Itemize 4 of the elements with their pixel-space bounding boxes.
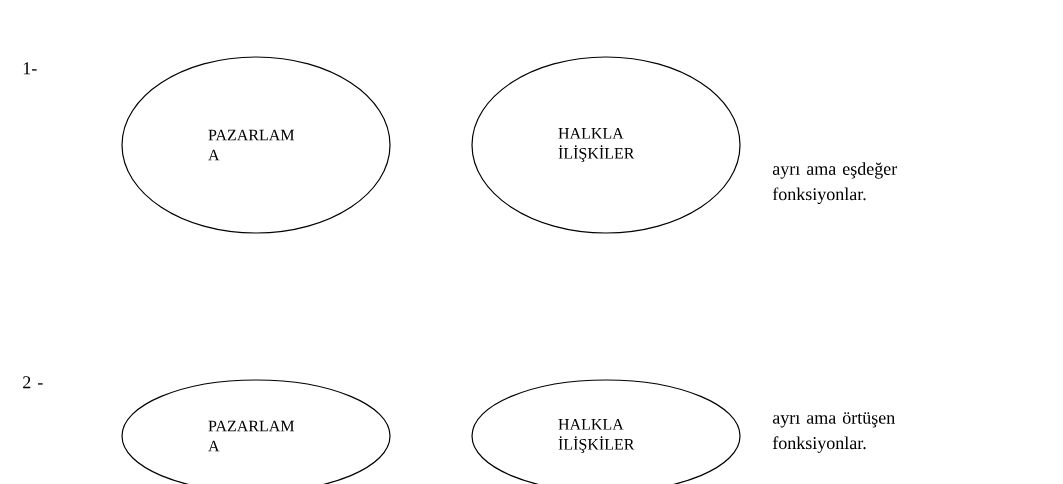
text-label: 1- (23, 62, 37, 75)
text-label: ayrı ama eşdeğer fonksiyonlar. (772, 162, 898, 204)
text-label: 2 - (23, 376, 43, 389)
text-label: ayrı ama örtüşen fonksiyonlar. (772, 412, 895, 453)
